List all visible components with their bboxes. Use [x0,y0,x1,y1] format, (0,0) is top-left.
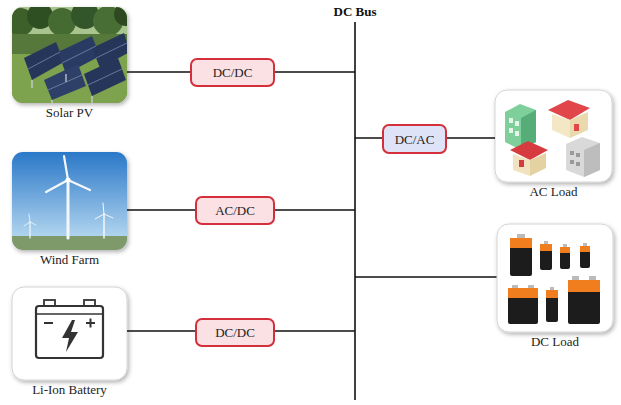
picture-tile: Li-Ion Battery [12,287,127,397]
solar-pv-picture [6,1,138,104]
tile-caption: AC Load [495,184,612,199]
tile-caption: DC Load [497,334,613,349]
tile-caption: Li-Ion Battery [12,382,127,397]
connector-line [127,330,195,331]
picture-tile: DC Load [497,224,613,349]
bus-stub [355,276,500,277]
battery-picture [12,287,127,380]
converter-label: DC/DC [215,325,255,340]
converter-box: AC/DC [195,196,275,225]
converter-box: DC/AC [382,124,447,154]
converter-label: DC/AC [395,132,435,147]
picture-tile: Solar PV [12,7,127,120]
converter-label: AC/DC [215,203,255,218]
converter-box: DC/DC [195,318,275,347]
wind-farm-picture [12,152,127,250]
picture-tile: AC Load [495,90,612,199]
bus-label: DC Bus [334,4,377,19]
tile-caption: Wind Farm [12,252,127,267]
dc-bus-line [354,22,356,400]
converter-label: DC/DC [213,65,253,80]
converter-box: DC/DC [190,58,275,87]
dc-load-picture [497,224,613,332]
ac-load-picture [495,90,612,182]
connector-line [447,137,495,138]
tile-caption: Solar PV [12,105,127,120]
connector-line [127,209,195,210]
picture-tile: Wind Farm [12,152,127,267]
connector-line [127,71,190,72]
